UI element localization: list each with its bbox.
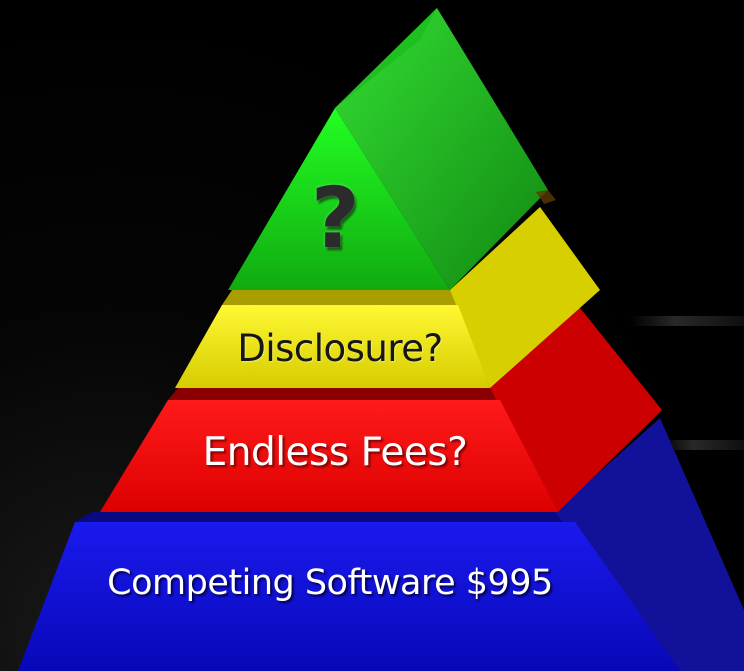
blue-tier-front [18, 522, 680, 671]
blue-tier-side [555, 418, 744, 671]
tier-label-competing-software: Competing Software $995 [107, 563, 553, 603]
tier-label-endless-fees: Endless Fees? [202, 430, 468, 475]
yellow-tier-front [175, 305, 490, 388]
pyramid-tier-blue [18, 418, 744, 671]
red-tier-side [490, 298, 662, 512]
red-tier-front [100, 400, 558, 512]
green-tier-side [335, 8, 548, 290]
green-tier-back-slope [335, 8, 437, 108]
pyramid-tier-yellow [175, 207, 600, 388]
tier-label-disclosure: Disclosure? [237, 327, 443, 370]
green-tier-shadow-notch [536, 190, 556, 204]
tier-label-top-question: ? [310, 169, 360, 267]
pyramid-tier-green [228, 8, 556, 290]
blue-tier-top-ledge [75, 512, 575, 522]
yellow-tier-top-ledge [222, 290, 458, 305]
background-glow-line [630, 316, 744, 326]
background-glow-line [660, 440, 744, 450]
pyramid-tier-red [100, 298, 662, 512]
green-tier-front [228, 108, 450, 290]
yellow-tier-side [450, 207, 600, 388]
red-tier-top-ledge [168, 388, 500, 400]
